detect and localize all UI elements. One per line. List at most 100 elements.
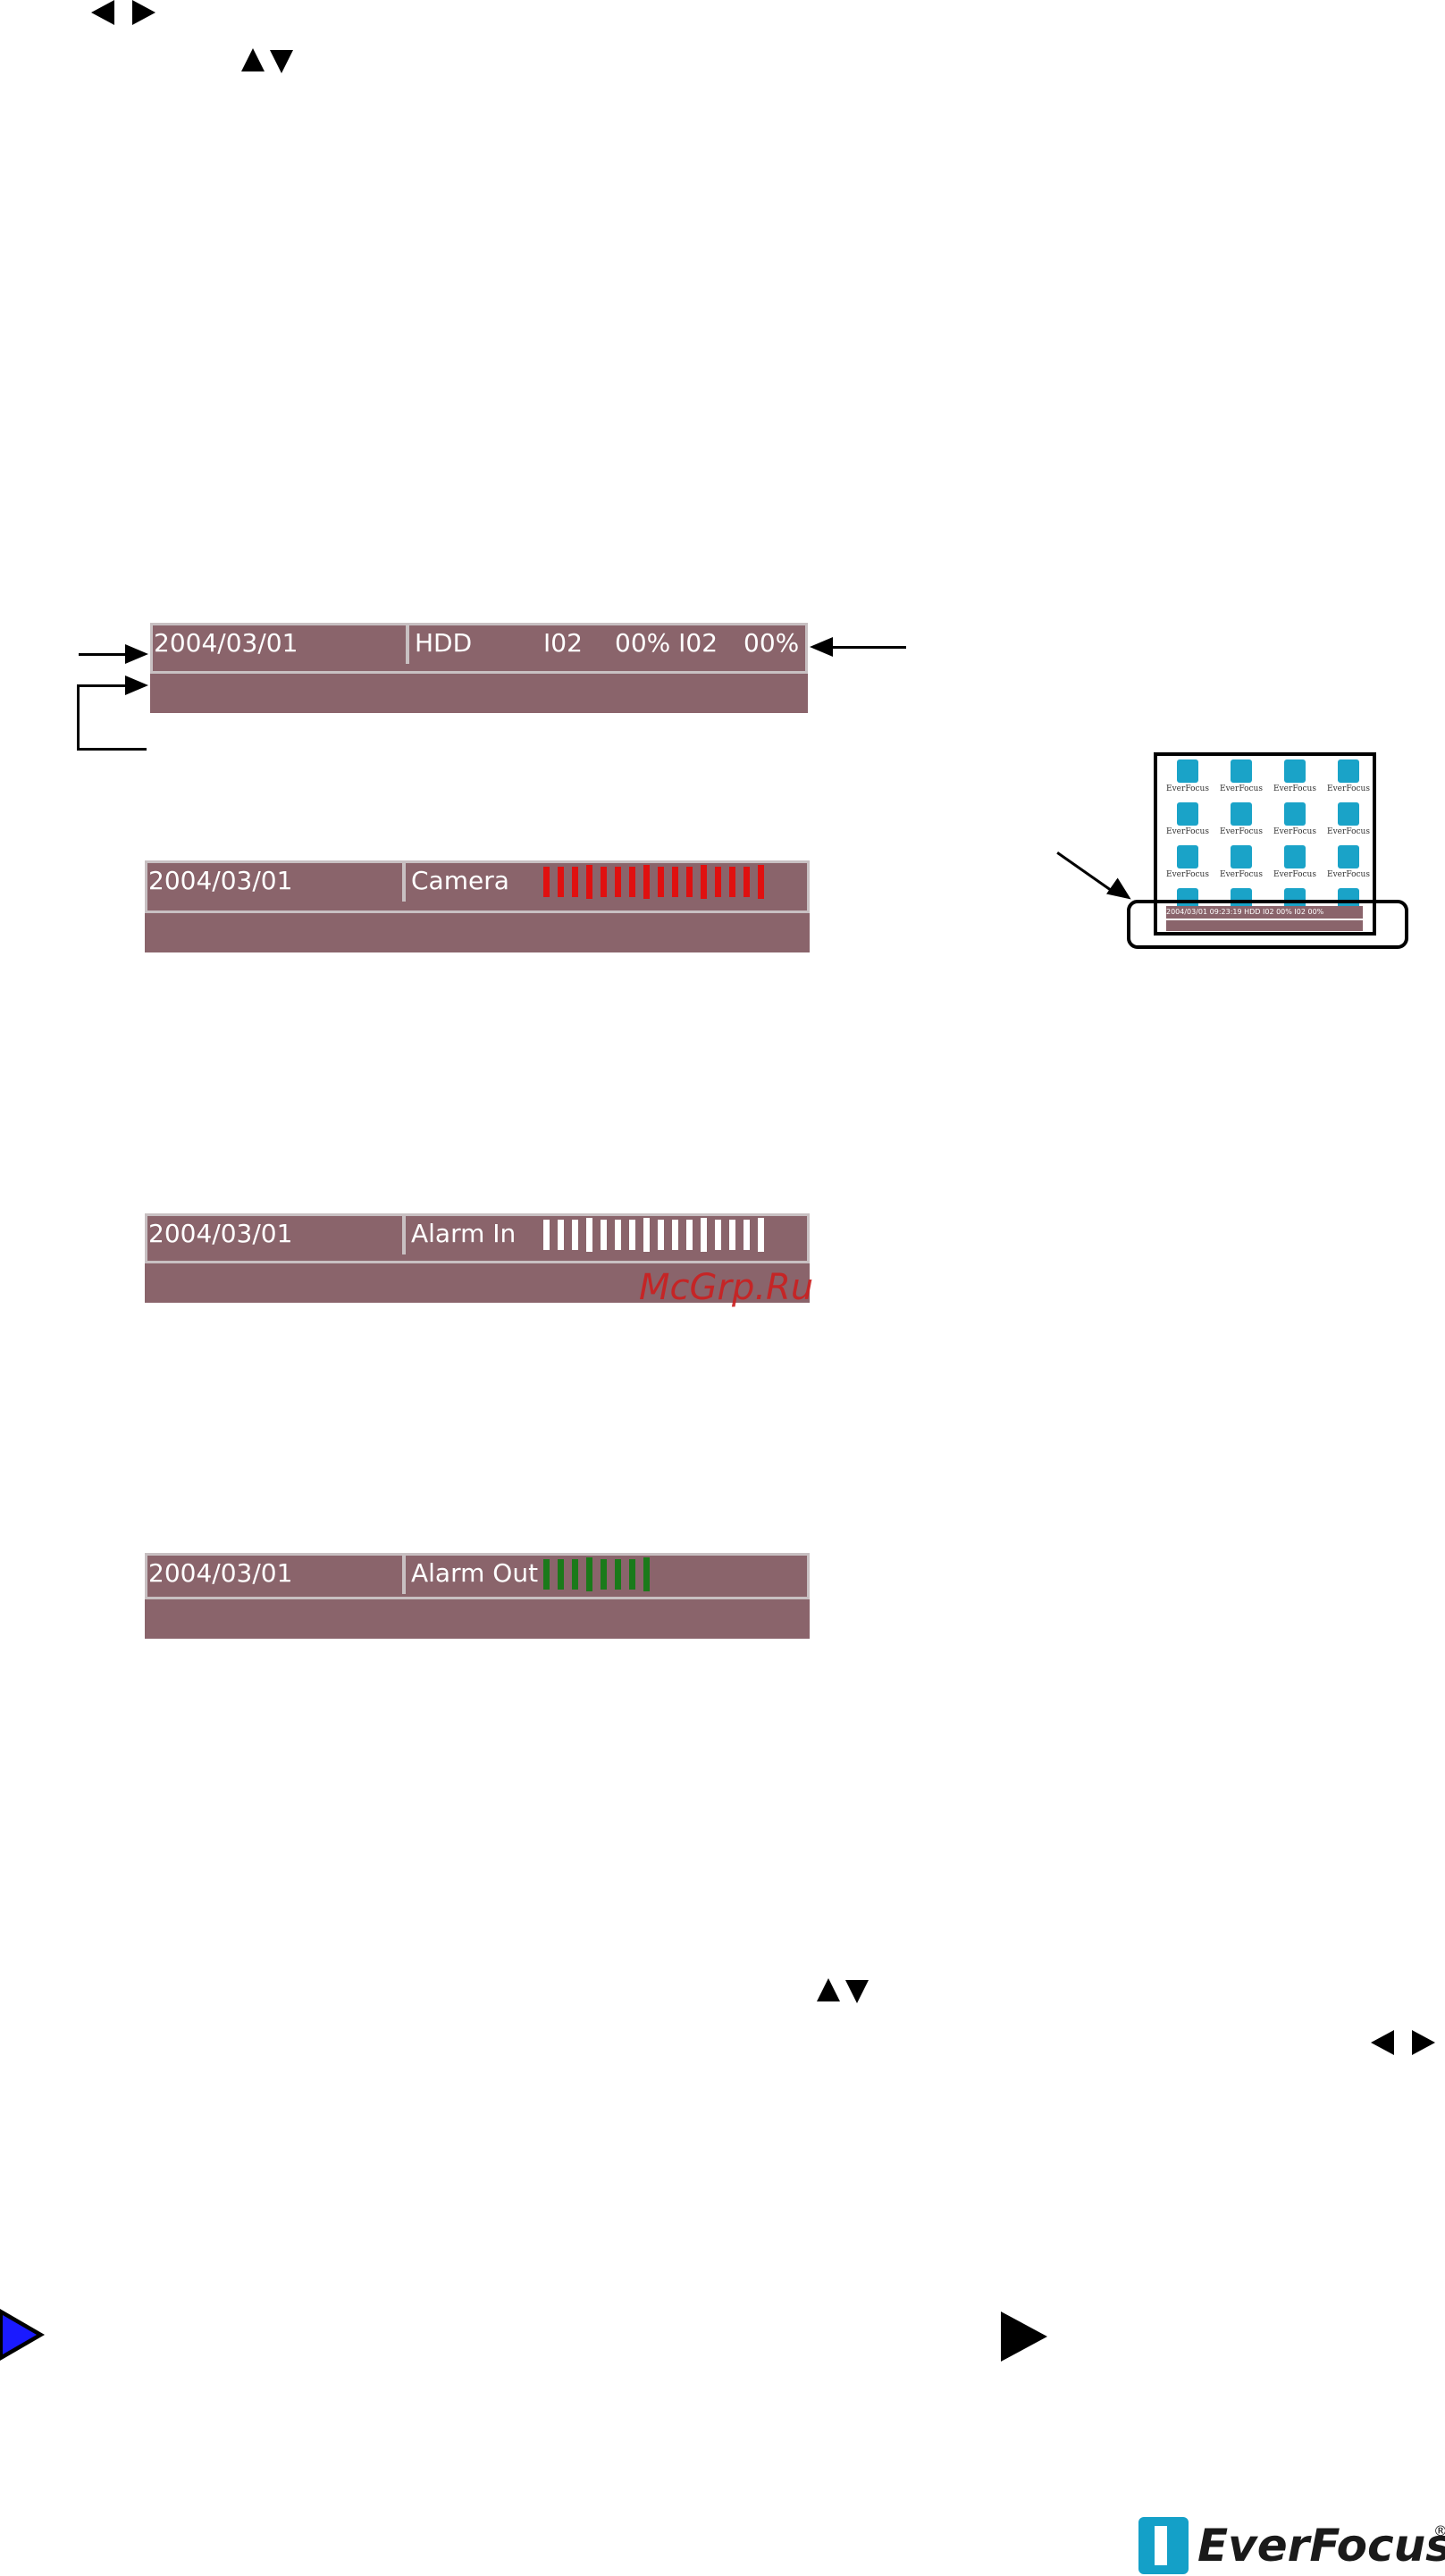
thumbnail-tile-label: EverFocus <box>1220 785 1263 793</box>
indicator-bar <box>758 865 764 899</box>
left-arrow-icon <box>91 0 114 25</box>
osd-datetime: 2004/03/01 09:23:33 <box>145 860 406 936</box>
thumbnail-tile-label: EverFocus <box>1166 827 1209 836</box>
everfocus-logo-text: EverFocus <box>1197 2520 1445 2572</box>
thumbnail-tile-label: EverFocus <box>1166 785 1209 793</box>
indicator-bar <box>758 1218 764 1252</box>
everfocus-tile-icon <box>1338 845 1359 868</box>
indicator-bar <box>686 1220 693 1250</box>
thumbnail-tile: EverFocus <box>1163 843 1213 886</box>
camera-indicator-bars <box>543 865 776 899</box>
callout-line <box>1056 852 1117 895</box>
callout-arrowhead <box>125 675 148 695</box>
indicator-bar <box>572 1559 578 1590</box>
osd-alarm-in-panel: 2004/03/01 09:23:40 Alarm In <box>145 1213 810 1303</box>
osd-label: Alarm In <box>411 1219 517 1248</box>
osd-datetime: 2004/03/01 09:23:19 <box>150 623 409 699</box>
everfocus-tile-icon <box>1338 759 1359 783</box>
indicator-bar <box>629 1220 635 1250</box>
indicator-bar <box>672 1220 678 1250</box>
callout-arrowhead <box>125 644 148 664</box>
indicator-bar <box>586 1218 592 1252</box>
alarm-in-indicator-bars <box>543 1218 776 1252</box>
thumbnail-tile: EverFocus <box>1216 801 1266 843</box>
thumbnail-tile: EverFocus <box>1216 758 1266 801</box>
thumbnail-tile: EverFocus <box>1323 801 1373 843</box>
osd-datetime: 2004/03/01 09:23:40 <box>145 1213 406 1289</box>
indicator-bar <box>558 1559 564 1590</box>
thumbnail-tile: EverFocus <box>1270 758 1320 801</box>
everfocus-logo-mark <box>1138 2517 1189 2574</box>
down-arrow-icon <box>270 50 293 73</box>
callout-line <box>77 684 80 751</box>
callout-line <box>833 646 906 649</box>
everfocus-tile-icon <box>1284 802 1306 826</box>
indicator-bar <box>643 1218 650 1252</box>
osd-label: Alarm Out <box>411 1558 539 1588</box>
indicator-bar <box>744 867 750 897</box>
thumbnail-tile-label: EverFocus <box>1220 827 1263 836</box>
callout-line <box>79 684 129 687</box>
indicator-bar <box>715 867 721 897</box>
everfocus-tile-icon <box>1231 802 1252 826</box>
thumbnail-tile-label: EverFocus <box>1273 827 1316 836</box>
everfocus-tile-icon <box>1231 759 1252 783</box>
osd-label: Camera <box>411 866 509 895</box>
thumbnail-tile-label: EverFocus <box>1327 827 1370 836</box>
indicator-bar <box>543 1559 550 1590</box>
indicator-bar <box>572 1220 578 1250</box>
everfocus-tile-icon <box>1231 845 1252 868</box>
right-arrow-icon <box>132 0 155 25</box>
indicator-bar <box>658 1220 664 1250</box>
osd-alarm-out-panel: 2004/03/01 09:23:45 Alarm Out <box>145 1553 810 1639</box>
indicator-bar <box>729 867 735 897</box>
indicator-bar <box>615 867 621 897</box>
thumbnail-tile-label: EverFocus <box>1166 870 1209 879</box>
note-blue-play-icon-fill <box>3 2315 37 2354</box>
indicator-bar <box>686 867 693 897</box>
indicator-bar <box>744 1220 750 1250</box>
thumbnail-status-row <box>1166 920 1363 931</box>
thumbnail-tile: EverFocus <box>1270 843 1320 886</box>
osd-hdd-field-3: 00% <box>744 628 800 658</box>
indicator-bar <box>543 867 550 897</box>
indicator-bar <box>601 1559 607 1590</box>
registered-mark: ® <box>1433 2522 1445 2539</box>
thumbnail-tile-label: EverFocus <box>1327 785 1370 793</box>
indicator-bar <box>701 865 707 899</box>
thumbnail-tile: EverFocus <box>1163 758 1213 801</box>
thumbnail-tile-label: EverFocus <box>1273 870 1316 879</box>
indicator-bar <box>558 1220 564 1250</box>
indicator-bar <box>715 1220 721 1250</box>
indicator-bar <box>586 1557 592 1591</box>
thumbnail-tile-label: EverFocus <box>1220 870 1263 879</box>
right-arrow-icon <box>1412 2030 1435 2055</box>
osd-datetime: 2004/03/01 09:23:45 <box>145 1553 406 1629</box>
indicator-bar <box>643 1557 650 1591</box>
osd-hdd-field-1: I02 <box>543 628 583 658</box>
indicator-bar <box>572 867 578 897</box>
indicator-bar <box>729 1220 735 1250</box>
indicator-bar <box>701 1218 707 1252</box>
play-icon <box>1001 2312 1047 2362</box>
up-arrow-icon <box>817 1978 840 2001</box>
thumbnail-tile: EverFocus <box>1216 843 1266 886</box>
indicator-bar <box>558 867 564 897</box>
up-arrow-icon <box>241 48 265 71</box>
indicator-bar <box>586 865 592 899</box>
thumbnail-tile: EverFocus <box>1323 843 1373 886</box>
indicator-bar <box>601 1220 607 1250</box>
thumbnail-status-bar: 2004/03/01 09:23:19 HDD I02 00% I02 00% <box>1166 906 1363 919</box>
thumbnail-tile: EverFocus <box>1163 801 1213 843</box>
osd-label: HDD <box>415 628 473 658</box>
left-arrow-icon <box>1371 2030 1394 2055</box>
everfocus-tile-icon <box>1338 802 1359 826</box>
indicator-bar <box>672 867 678 897</box>
indicator-bar <box>629 1559 635 1590</box>
osd-camera-panel: 2004/03/01 09:23:33 Camera <box>145 860 810 952</box>
indicator-bar <box>643 865 650 899</box>
indicator-bar <box>629 867 635 897</box>
alarm-out-indicator-bars <box>543 1557 668 1591</box>
thumbnail-tile: EverFocus <box>1323 758 1373 801</box>
